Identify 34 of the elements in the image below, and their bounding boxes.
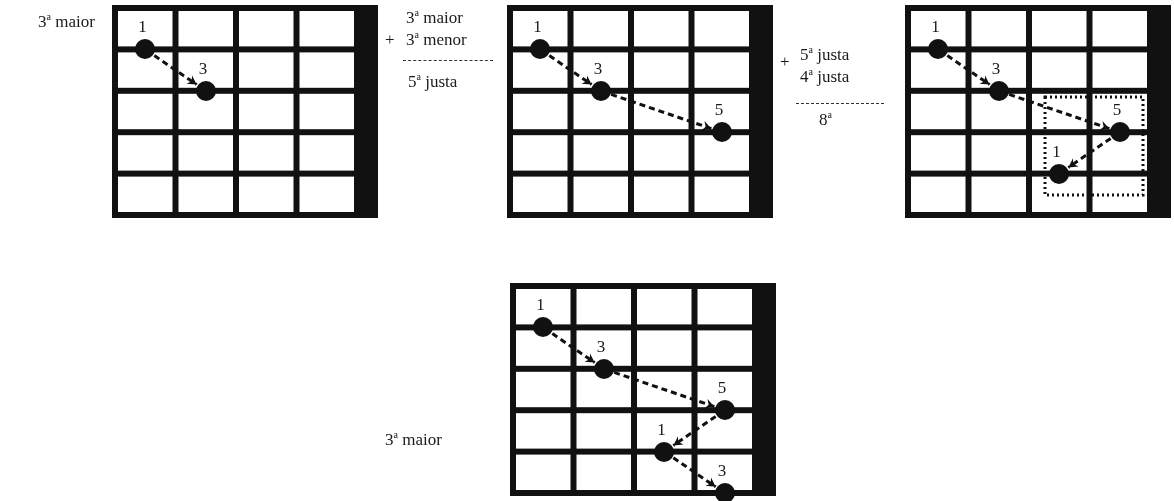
arrow (153, 54, 198, 86)
arrow (613, 370, 715, 409)
note-number: 3 (593, 58, 603, 79)
interval-label: 8$^{a}$ (819, 110, 832, 130)
arrow (1067, 137, 1112, 169)
interval-label: 3$^{a}$ menor (406, 30, 467, 50)
interval-label: 4$^{a}$ justa (800, 67, 850, 87)
interval-label: 3$^{a}$ maior (385, 430, 442, 450)
note-number: 1 (536, 295, 545, 316)
arrow (946, 54, 991, 86)
note-number: 3 (991, 58, 1001, 79)
arrow (672, 456, 717, 489)
interval-label: 3$^{a}$ maior (38, 12, 95, 32)
note-number: 3 (717, 461, 727, 481)
interval-label: 3$^{a}$ maior (406, 8, 463, 28)
plus-sign: + (780, 52, 790, 72)
arrow (551, 332, 596, 364)
note-number: 3 (596, 336, 606, 357)
note-number: 1 (657, 419, 666, 440)
note-number: 5 (717, 378, 727, 399)
note-number: 1 (931, 17, 940, 38)
note-number: 1 (533, 17, 542, 38)
note-number: 5 (1112, 100, 1122, 121)
plus-sign: + (385, 30, 395, 50)
note-number: 3 (198, 58, 208, 79)
note-number: 1 (138, 17, 147, 38)
interval-label: 5$^{a}$ justa (800, 45, 850, 65)
interval-label: 5$^{a}$ justa (408, 72, 458, 92)
arrow (672, 415, 717, 447)
arrow (1008, 92, 1110, 131)
note-number: 5 (714, 100, 724, 121)
arrow (548, 54, 593, 86)
arrow (610, 92, 712, 131)
note-number: 1 (1052, 141, 1061, 162)
